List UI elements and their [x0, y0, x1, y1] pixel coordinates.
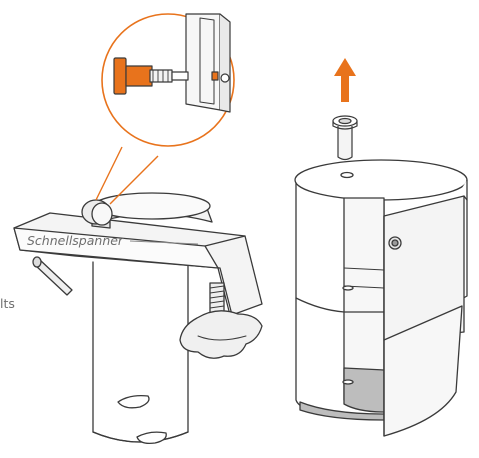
- pin-tip: [211, 71, 219, 81]
- tube: [92, 261, 189, 443]
- detail-content: [113, 13, 231, 113]
- tube-insert: [332, 115, 358, 161]
- clamp-assembly: [13, 192, 263, 445]
- callout-line-right: [109, 155, 159, 205]
- cabinet-top: [294, 159, 468, 201]
- cabinet: [294, 159, 468, 437]
- tube-slot-lower: [136, 431, 167, 445]
- detail-hole: [220, 73, 230, 83]
- quick-release-label: Schnellspanner: [27, 233, 124, 248]
- detail-callout: [95, 13, 235, 205]
- arrow-up-icon: [334, 58, 356, 102]
- pin-collar: [125, 65, 153, 87]
- pin-shaft: [171, 71, 189, 81]
- star-knob: [179, 310, 263, 359]
- pin-head: [113, 57, 127, 95]
- callout-line-left: [95, 146, 123, 201]
- cabinet-top-hole: [340, 171, 354, 179]
- cabinet-door-lower: [383, 305, 463, 437]
- side-rod-end: [32, 256, 42, 268]
- detail-bracket-side: [219, 13, 231, 113]
- detail-bracket: [185, 13, 221, 111]
- cut-off-label: lts: [0, 296, 15, 311]
- cabinet-divider: [295, 297, 385, 313]
- cabinet-interior-floor: [343, 367, 385, 413]
- tube-slot-upper: [117, 394, 150, 409]
- label-leader-line: [129, 240, 199, 245]
